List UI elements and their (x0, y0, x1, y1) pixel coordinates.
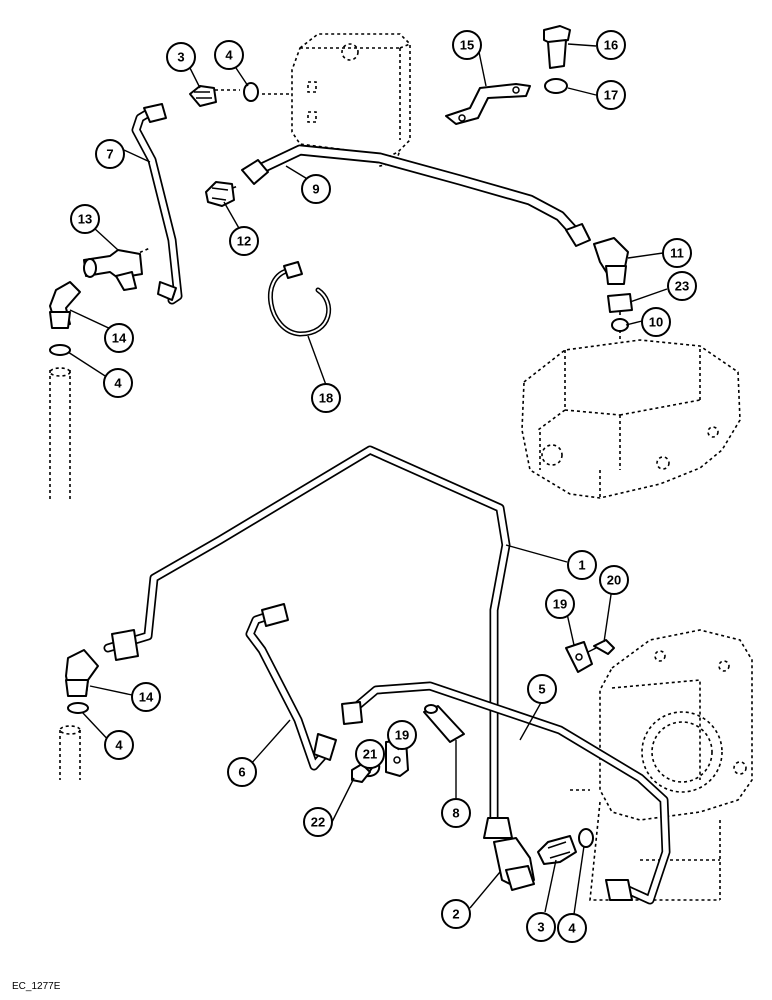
callout-14-upper: 14 (104, 323, 134, 353)
callout-2: 2 (441, 899, 471, 929)
adapter-23 (607, 293, 633, 313)
callout-7: 7 (95, 139, 125, 169)
callout-5: 5 (527, 674, 557, 704)
callout-4-lower-right: 4 (557, 913, 587, 943)
callout-21-label: 21 (363, 747, 377, 762)
pipe-5 (341, 681, 671, 905)
callout-4-upper: 4 (214, 40, 244, 70)
pipe-7 (131, 103, 183, 305)
callout-8: 8 (441, 798, 471, 828)
callout-18-label: 18 (319, 391, 333, 406)
callout-16-label: 16 (604, 38, 618, 53)
callout-11-label: 11 (670, 246, 684, 261)
callout-19-right-label: 19 (553, 597, 567, 612)
callout-20-label: 20 (607, 573, 621, 588)
callout-4-upper-label: 4 (225, 48, 233, 63)
elbow-14-upper (49, 281, 81, 329)
callout-17: 17 (596, 80, 626, 110)
pipe-6 (245, 603, 337, 771)
washer-10 (611, 318, 629, 332)
washer-4-left-lower (67, 702, 89, 714)
callout-12-label: 12 (237, 234, 251, 249)
callout-3-lower-label: 3 (537, 920, 544, 935)
callout-17-label: 17 (604, 88, 618, 103)
callout-15-label: 15 (460, 38, 474, 53)
callout-3-lower: 3 (526, 912, 556, 942)
callout-15: 15 (452, 30, 482, 60)
pipe-1 (103, 445, 513, 839)
callout-16: 16 (596, 30, 626, 60)
callout-12: 12 (229, 226, 259, 256)
callout-13-label: 13 (78, 212, 92, 227)
callout-14-upper-label: 14 (112, 331, 127, 346)
callout-1: 1 (567, 550, 597, 580)
elbow-11 (593, 237, 629, 285)
elbow-2 (493, 837, 535, 891)
washer-4-upper (243, 82, 259, 102)
callout-4-left-upper: 4 (103, 368, 133, 398)
callout-13: 13 (70, 204, 100, 234)
fitting-3-lower (537, 835, 577, 865)
callout-4-lower-right-label: 4 (568, 921, 576, 936)
washer-4-lower-right (578, 828, 594, 848)
callout-9: 9 (301, 174, 331, 204)
elbow-14-lower (65, 649, 99, 697)
callout-4-left-upper-label: 4 (114, 376, 122, 391)
callout-23: 23 (667, 271, 697, 301)
callout-1-label: 1 (578, 558, 585, 573)
callout-10-label: 10 (649, 315, 663, 330)
callout-9-label: 9 (312, 182, 319, 197)
callout-7-label: 7 (106, 147, 113, 162)
washer-4-left-upper (49, 344, 71, 356)
transmission-housing-ghost (521, 339, 741, 499)
drawing-code: EC_1277E (12, 981, 61, 992)
washer-17 (544, 78, 568, 94)
callout-2-label: 2 (452, 907, 459, 922)
fitting-3-upper (189, 85, 217, 107)
callout-23-label: 23 (675, 279, 689, 294)
callout-19-lower: 19 (387, 720, 417, 750)
hose-clip-18 (267, 261, 332, 337)
callout-10: 10 (641, 307, 671, 337)
callout-22: 22 (303, 807, 333, 837)
callout-5-label: 5 (538, 682, 545, 697)
steering-motor-ghost (291, 33, 411, 167)
callout-4-left-lower: 4 (104, 730, 134, 760)
sleeve-8 (423, 704, 465, 743)
bracket-15 (445, 83, 531, 125)
screw-20 (587, 639, 615, 655)
callout-19-lower-label: 19 (395, 728, 409, 743)
left-hose-upper-ghost (49, 367, 71, 500)
callout-6-label: 6 (238, 765, 245, 780)
callout-21: 21 (355, 739, 385, 769)
callout-20: 20 (599, 565, 629, 595)
bolt-16 (543, 25, 571, 69)
clip-19-right (565, 641, 593, 673)
callout-22-label: 22 (311, 815, 325, 830)
callout-11: 11 (662, 238, 692, 268)
callout-8-label: 8 (452, 806, 459, 821)
callout-14-lower: 14 (131, 682, 161, 712)
fitting-12 (205, 181, 235, 207)
callout-18: 18 (311, 383, 341, 413)
callout-6: 6 (227, 757, 257, 787)
left-hose-lower-ghost (59, 725, 81, 780)
callout-3-upper: 3 (166, 42, 196, 72)
hose-9 (241, 144, 591, 247)
tee-13 (83, 249, 143, 291)
callout-19-right: 19 (545, 589, 575, 619)
callout-4-left-lower-label: 4 (115, 738, 123, 753)
callout-3-upper-label: 3 (177, 50, 184, 65)
callout-14-lower-label: 14 (139, 690, 154, 705)
